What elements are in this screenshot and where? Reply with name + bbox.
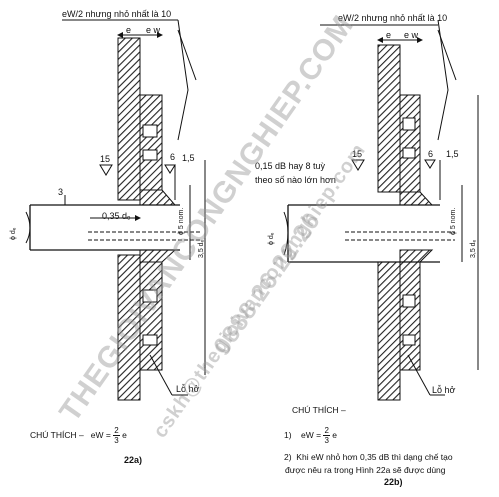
right-note-title: CHÚ THÍCH –	[292, 405, 346, 415]
right-side-note-1: 0,15 dB hay 8 tuỳ	[255, 161, 326, 171]
pad-slot-3	[142, 289, 158, 303]
left-dim-1-5: 1,5	[182, 153, 195, 163]
right-dim-phi-d: ϕ dₑ	[268, 232, 275, 245]
left-weld-symbol: 15	[100, 154, 111, 164]
pad-upper-b	[399, 94, 421, 193]
figure-22a	[25, 19, 206, 401]
left-dim-phi-d: ϕ dₑ	[10, 227, 17, 240]
left-dim-3: 3	[58, 187, 64, 197]
pad-slot-4	[142, 334, 158, 346]
right-leader-label: Lỗ hở	[432, 385, 456, 395]
right-dim-ew: e w	[404, 30, 419, 40]
pad-slot-2	[142, 149, 158, 161]
left-note-title: CHÚ THÍCH –	[30, 429, 84, 440]
pad-lower-b	[399, 261, 421, 371]
right-caption: 22b)	[384, 477, 403, 487]
left-caption: 22a)	[124, 455, 143, 465]
left-formula-lhs: eW =	[90, 429, 111, 440]
right-dim-6: 6	[428, 149, 434, 159]
shell-wall-lower	[117, 254, 141, 401]
left-leader-label: Lỗ hở	[176, 384, 200, 394]
right-dim-phi5: ϕ 5 nom.	[450, 207, 457, 235]
right-note-item2-line1: 2) Khi eW nhỏ hơn 0,35 dB thì dạng chế t…	[284, 452, 453, 462]
right-top-note: eW/2 nhưng nhỏ nhất là 10	[338, 13, 448, 23]
right-dim-e: e	[386, 30, 392, 40]
shell-wall-lower-b	[377, 261, 401, 401]
left-formula-rhs: e	[122, 429, 127, 440]
right-dim-35: 3,5 dₑ	[470, 239, 477, 258]
shell-wall-upper	[117, 37, 141, 201]
shell-wall-upper-b	[377, 44, 401, 193]
left-dim-6: 6	[170, 152, 176, 162]
right-formula-rhs: e	[332, 429, 338, 440]
left-top-note: eW/2 nhưng nhỏ nhất là 10	[62, 9, 172, 19]
pad-upper	[139, 94, 163, 191]
figure-22b	[283, 19, 479, 401]
right-side-note-2: theo số nào lớn hơn	[255, 175, 336, 185]
pad-slot-1	[142, 124, 158, 138]
right-note-item2-line2: được nêu ra trong Hình 22a sẽ được dùng	[285, 465, 446, 475]
left-dim-035: 0,35 dₑ	[102, 211, 131, 221]
weld-bevel-upper	[139, 189, 177, 206]
right-dim-1-5: 1,5	[446, 149, 459, 159]
right-formula-lhs: eW =	[301, 429, 322, 440]
right-weld-symbol: 15	[352, 149, 363, 159]
left-dim-ew: e w	[146, 25, 161, 35]
left-dim-e: e	[126, 25, 132, 35]
